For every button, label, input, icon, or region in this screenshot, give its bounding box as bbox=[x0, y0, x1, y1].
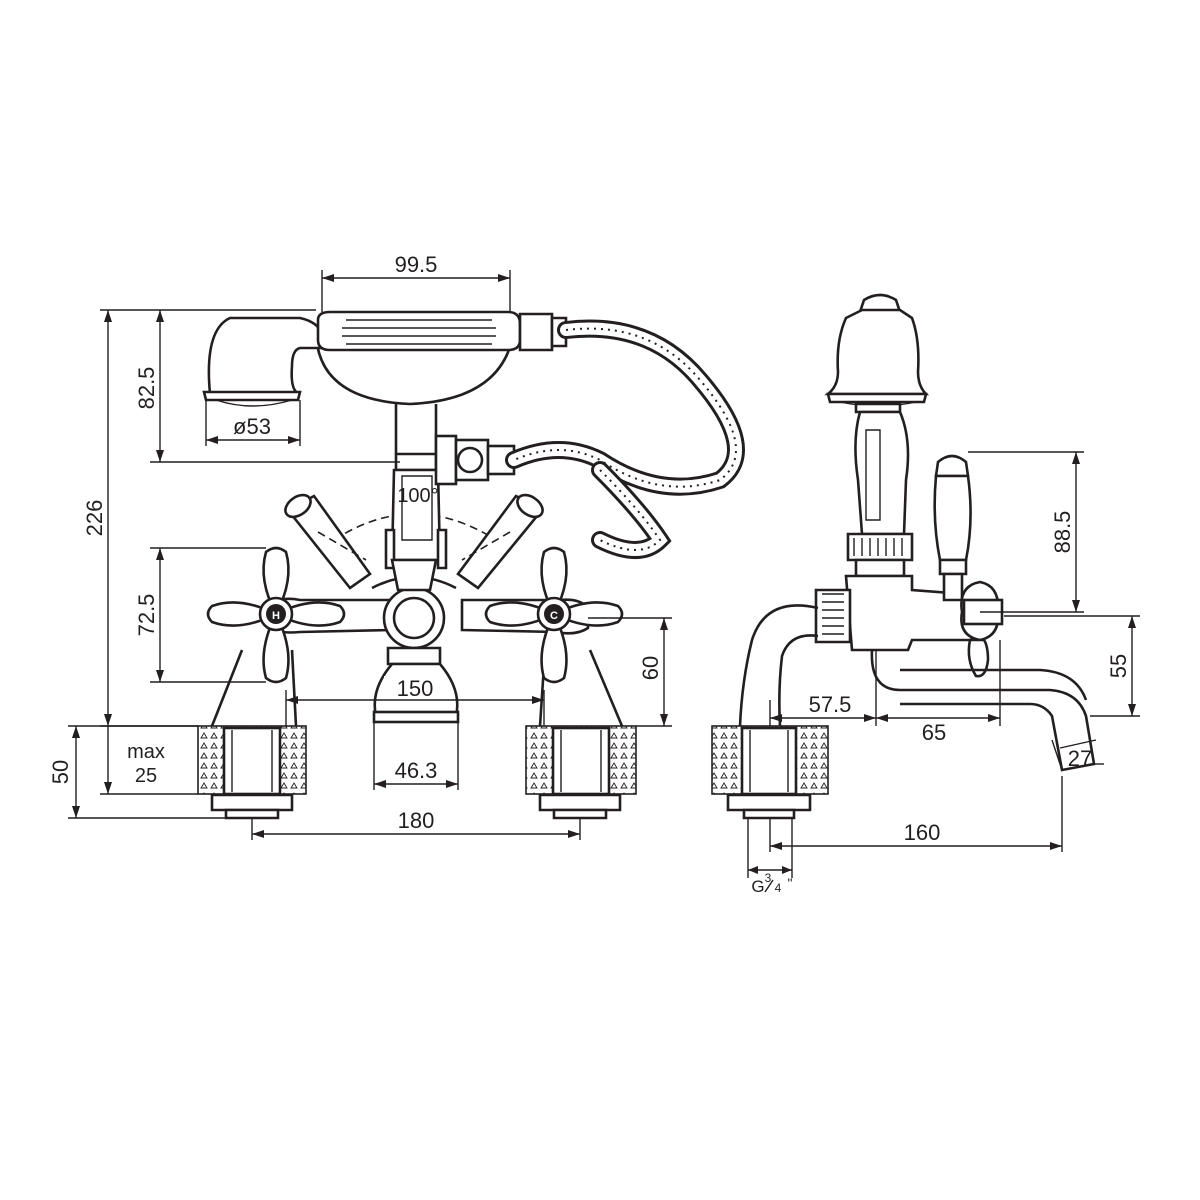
dim-outlet-size: 27 bbox=[1051, 739, 1104, 771]
lever-right-ghost bbox=[456, 493, 545, 590]
svg-text:46.3: 46.3 bbox=[395, 758, 438, 783]
dim-spout-height: 55 bbox=[1004, 615, 1140, 717]
dim-handset-height: 82.5 bbox=[134, 309, 400, 463]
svg-text:G: G bbox=[751, 877, 764, 896]
svg-text:88.5: 88.5 bbox=[1050, 511, 1075, 554]
svg-text:65: 65 bbox=[922, 720, 946, 745]
dim-spout-width: 46.3 bbox=[373, 722, 459, 790]
side-spout bbox=[738, 604, 1096, 772]
svg-text:27: 27 bbox=[1068, 746, 1092, 771]
dim-head-diameter: ø53 bbox=[205, 400, 301, 446]
dim-tail-length: 50 bbox=[48, 725, 226, 819]
hand-shower bbox=[202, 310, 568, 407]
hot-marker: H bbox=[272, 610, 280, 622]
svg-text:226: 226 bbox=[82, 500, 107, 537]
dim-lever-height: 88.5 bbox=[968, 451, 1084, 613]
dim-overall-height: 226 bbox=[82, 309, 198, 727]
dim-swivel-angle: 100° bbox=[397, 485, 438, 507]
dim-handle-height: 72.5 bbox=[134, 547, 266, 683]
svg-text:150: 150 bbox=[397, 676, 434, 701]
svg-text:99.5: 99.5 bbox=[395, 252, 438, 277]
deck-right bbox=[525, 725, 637, 820]
cradle-fork bbox=[314, 329, 516, 406]
cold-marker: C bbox=[550, 610, 558, 622]
svg-text:25: 25 bbox=[135, 765, 157, 787]
side-lever-handle bbox=[933, 454, 972, 602]
svg-text:57.5: 57.5 bbox=[809, 692, 852, 717]
svg-text:max: max bbox=[127, 741, 165, 763]
side-body bbox=[814, 574, 974, 652]
lever-left-ghost bbox=[284, 493, 372, 590]
deck-side bbox=[711, 725, 829, 820]
hot-cross-handle: H bbox=[206, 546, 346, 684]
left-leg bbox=[210, 649, 298, 727]
cold-cross-handle: C bbox=[484, 546, 624, 684]
dim-max-deck: max 25 bbox=[100, 726, 198, 795]
dim-body-width: 150 bbox=[285, 676, 545, 726]
side-cradle-stem bbox=[846, 410, 914, 578]
svg-text:72.5: 72.5 bbox=[134, 594, 159, 637]
svg-text:": " bbox=[788, 875, 793, 891]
dim-thread-size: G 3 4 " bbox=[747, 818, 793, 896]
svg-text:60: 60 bbox=[638, 656, 663, 680]
svg-text:180: 180 bbox=[398, 808, 435, 833]
dim-body-height: 60 bbox=[588, 617, 672, 727]
svg-text:ø53: ø53 bbox=[233, 414, 271, 439]
hose-fitting bbox=[434, 434, 516, 486]
svg-text:4: 4 bbox=[775, 881, 782, 895]
svg-text:82.5: 82.5 bbox=[134, 367, 159, 410]
dim-handset-length: 99.5 bbox=[321, 252, 511, 312]
dim-centres: 180 bbox=[251, 808, 581, 840]
svg-text:160: 160 bbox=[904, 820, 941, 845]
dim-side-offsets: 57.5 65 bbox=[769, 640, 1001, 745]
side-shower-head bbox=[824, 293, 930, 414]
front-view: H C 99.5 82.5 bbox=[48, 252, 745, 840]
side-view: 88.5 55 57.5 65 bbox=[711, 293, 1140, 896]
dim-projection: 160 bbox=[769, 776, 1063, 852]
deck-left bbox=[197, 725, 307, 820]
svg-text:3: 3 bbox=[765, 871, 772, 885]
flexible-hose bbox=[505, 319, 745, 559]
cradle-column bbox=[384, 452, 448, 592]
svg-text:55: 55 bbox=[1106, 654, 1131, 678]
side-cross-handle bbox=[960, 580, 1004, 678]
svg-text:50: 50 bbox=[48, 760, 73, 784]
